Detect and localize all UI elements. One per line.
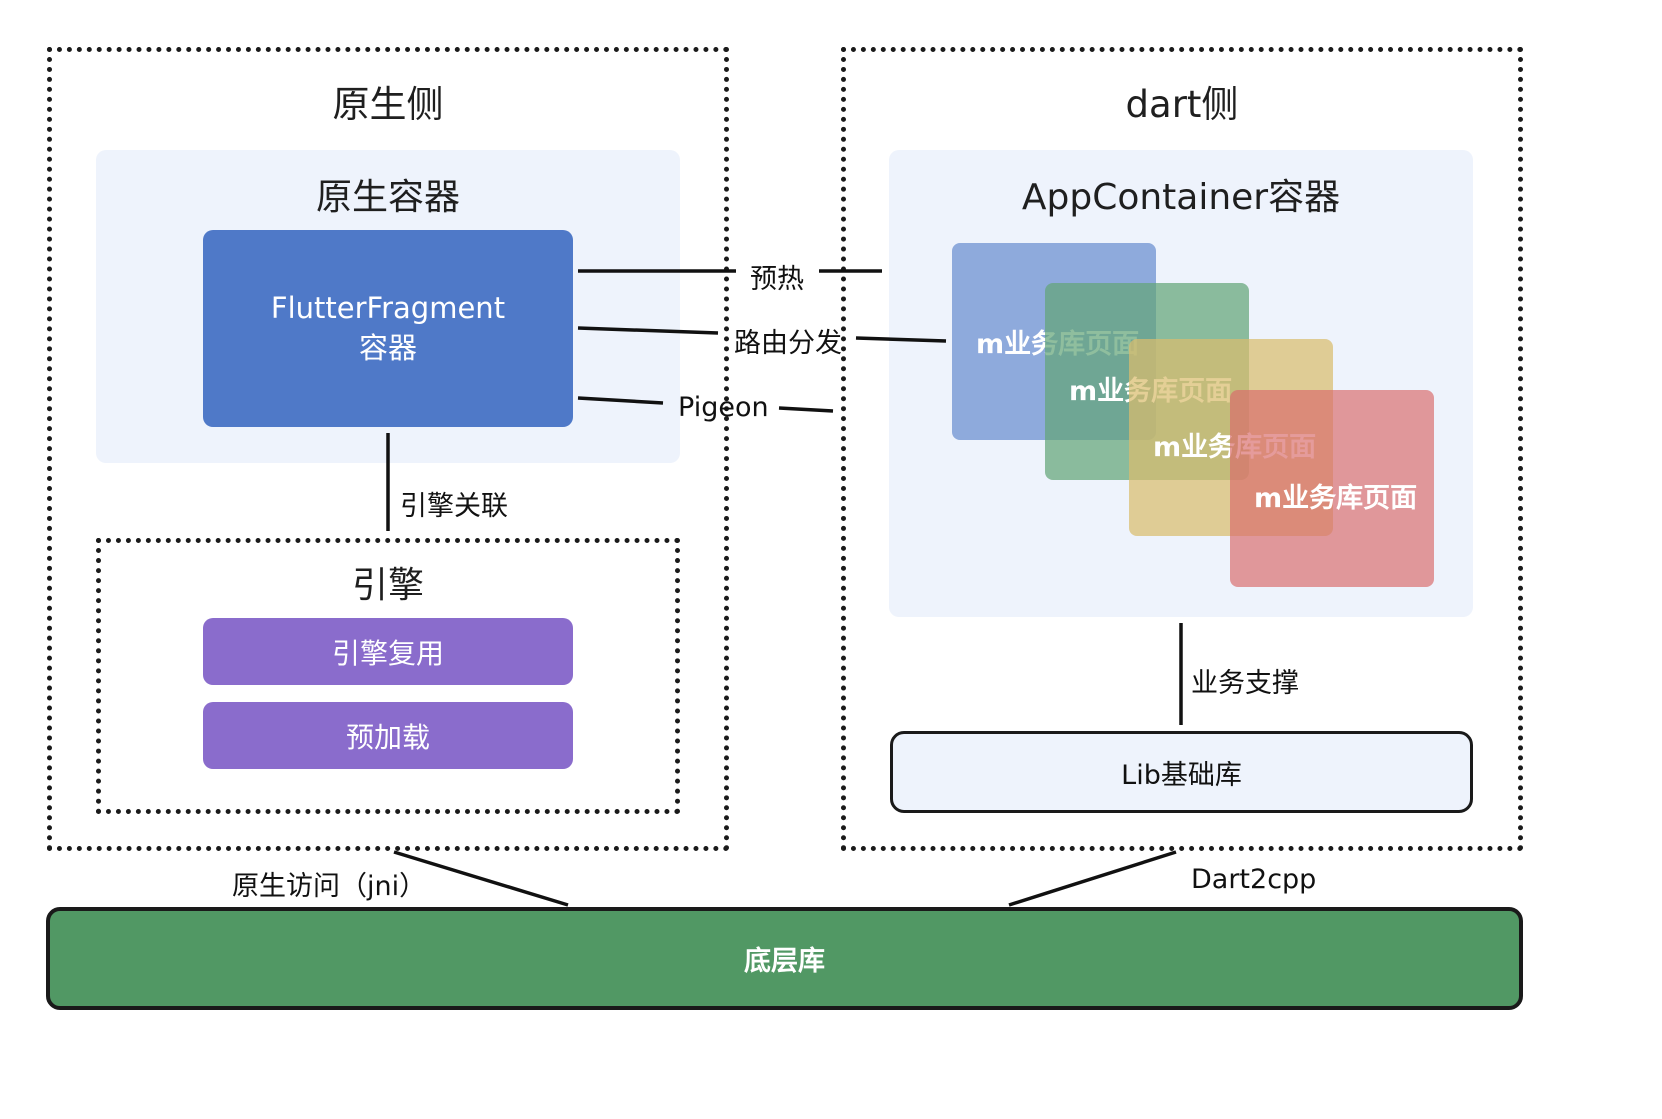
- flutter-fragment-sublabel: 容器: [358, 330, 417, 365]
- dart-side-frame: [841, 47, 1523, 851]
- flutter-fragment-label: FlutterFragment: [270, 291, 506, 326]
- routing-line-left: [577, 326, 719, 335]
- preload-box: 预加载: [203, 702, 573, 769]
- native-access-line: [393, 850, 569, 907]
- engine-title: 引擎: [351, 565, 424, 606]
- engine-link-label: 引擎关联: [400, 491, 508, 522]
- native-side-title: 原生侧: [332, 83, 444, 126]
- lib-base-box: Lib基础库: [890, 731, 1473, 813]
- preheat-label: 预热: [750, 264, 804, 295]
- dart2cpp-label: Dart2cpp: [1191, 864, 1317, 895]
- dart2cpp-line: [1008, 850, 1177, 907]
- business-page-label-4: m业务库页面: [1254, 483, 1418, 514]
- pigeon-line-left: [577, 396, 664, 405]
- native-side-frame: [47, 47, 729, 851]
- business-page-card-4: m业务库页面: [1230, 390, 1434, 587]
- pigeon-label: Pigeon: [678, 392, 769, 423]
- native-container-title: 原生容器: [315, 177, 460, 218]
- dart-side-title: dart侧: [1125, 83, 1239, 126]
- engine-frame: [96, 538, 680, 814]
- routing-label: 路由分发: [734, 328, 842, 359]
- app-container-title: AppContainer容器: [1021, 177, 1341, 218]
- native-access-label: 原生访问（jni）: [232, 871, 427, 902]
- routing-line-right: [855, 336, 947, 343]
- business-support-label: 业务支撑: [1191, 668, 1299, 699]
- flutter-fragment-box: FlutterFragment 容器: [203, 230, 573, 427]
- pigeon-line-right: [778, 406, 834, 413]
- engine-reuse-box: 引擎复用: [203, 618, 573, 685]
- bottom-lib-box: 底层库: [46, 907, 1523, 1010]
